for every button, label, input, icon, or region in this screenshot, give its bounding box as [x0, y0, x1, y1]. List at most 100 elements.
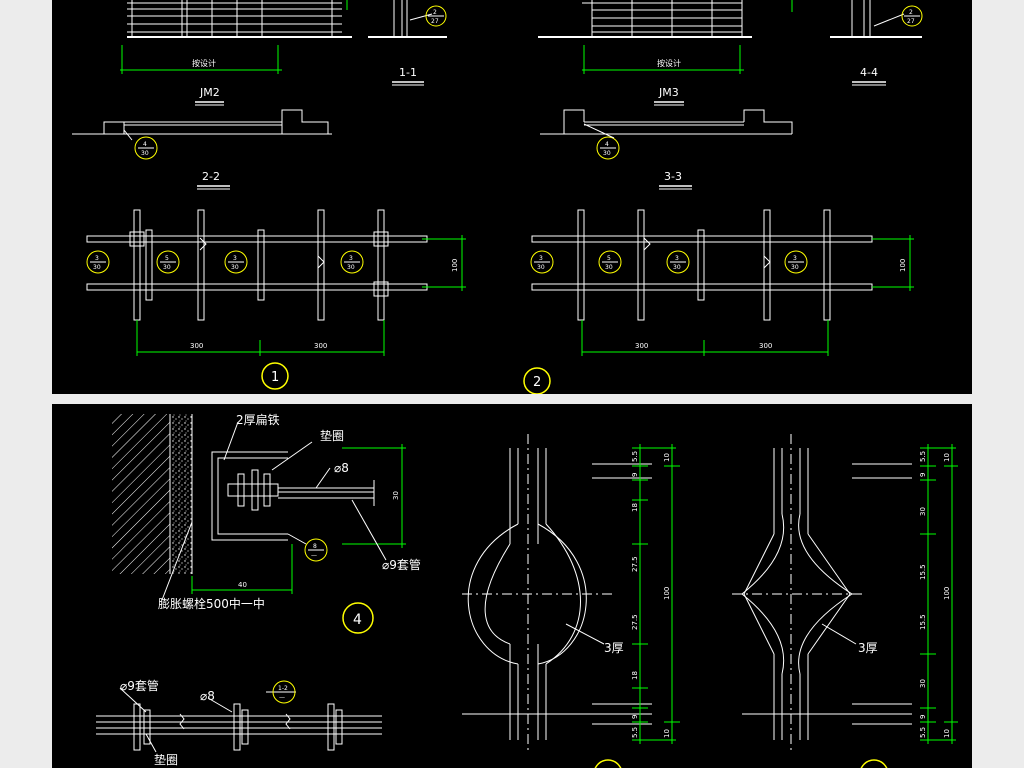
callout-top-left-num: 2 — [433, 9, 437, 16]
elevation-right — [538, 0, 752, 38]
ornament-2-dim-8: 5.5 — [919, 727, 927, 738]
anchor-callout-num: 8 — [313, 543, 317, 550]
label-rod: ⌀8 — [334, 461, 349, 475]
detail-1-dims — [136, 235, 466, 356]
callout-3-3: 4 30 — [583, 123, 620, 160]
ornament-2-dim-6: 30 — [919, 679, 927, 688]
label-jm2: JM2 — [199, 86, 220, 99]
detail-1-dim-b: 300 — [314, 342, 327, 350]
detail-6-marker-partial — [860, 759, 888, 768]
sheet-top-drawing: 按设计 2 27 1-1 按设计 — [72, 0, 923, 394]
callout-33-num: 4 — [605, 141, 609, 148]
anchor-dim-30: 30 — [392, 491, 400, 500]
ornament-2-dim-4: 15.5 — [919, 564, 927, 580]
callout-2-2: 4 30 — [123, 129, 158, 160]
ornament-2-dim-1: 5.5 — [919, 451, 927, 462]
ornament-2 — [732, 434, 912, 754]
label-sleeve-2: ⌀9套管 — [120, 678, 159, 693]
detail-1-callout-3-num: 3 — [233, 255, 237, 262]
label-jm3: JM3 — [658, 86, 679, 99]
ornament-2-dim-7: 9 — [919, 715, 927, 719]
ornament-1-dim-4: 27.5 — [631, 556, 639, 572]
dim-line-right — [582, 0, 793, 74]
section-3-3-plan — [540, 109, 793, 135]
ornament-1-dim-5: 27.5 — [631, 614, 639, 630]
detail-1-callout-4: 3 30 — [340, 250, 364, 274]
detail-4-marker: 4 — [342, 602, 374, 634]
detail-1-callout-1-den: 30 — [93, 264, 101, 271]
detail-1-dim-v: 100 — [451, 259, 459, 272]
detail-2-callout-4-den: 30 — [791, 264, 799, 271]
detail-1-callout-2-num: 5 — [165, 255, 169, 262]
callout-22-num: 4 — [143, 141, 147, 148]
anchor-callout: 8 — — [287, 533, 328, 562]
label-washer-2: 垫圈 — [154, 752, 178, 767]
detail-2-callout-4-num: 3 — [793, 255, 797, 262]
section-label-4-4: 4-4 — [860, 66, 878, 79]
detail-1-marker: 1 — [261, 362, 289, 390]
ornament-1-dim-3: 18 — [631, 503, 639, 512]
ornament-1-total: 100 — [663, 587, 671, 600]
dim-text-right: 按设计 — [657, 58, 681, 68]
detail-1-callout-3: 3 30 — [224, 250, 248, 274]
label-sleeve: ⌀9套管 — [382, 557, 421, 572]
detail-2-callout-2: 5 30 — [598, 250, 622, 274]
section-2-2-plan — [72, 109, 332, 135]
ornament-1-dim-2: 9 — [631, 473, 639, 477]
detail-2-marker: 2 — [523, 367, 551, 394]
callout-top-left-den: 27 — [431, 18, 439, 25]
ornament-1-dim-1: 5.5 — [631, 451, 639, 462]
detail-2-callout-3-num: 3 — [675, 255, 679, 262]
detail-4-marker-text: 4 — [353, 612, 362, 628]
ornament-1-dim-6: 18 — [631, 671, 639, 680]
detail-1-callout-4-num: 3 — [349, 255, 353, 262]
dim-text-left: 按设计 — [192, 58, 216, 68]
section-1-1-elevation — [368, 0, 447, 38]
detail-2-dim-b: 300 — [759, 342, 772, 350]
ornament-2-dims — [920, 444, 958, 744]
anchor-callout-den: — — [311, 552, 317, 559]
anchor-dims — [191, 444, 406, 594]
railing-section — [96, 703, 382, 751]
sheet-bottom-drawing: 30 40 2厚扁铁 垫圈 ⌀8 ⌀9套管 膨胀螺栓500中一中 8 — 4 — [96, 413, 958, 768]
section-4-4-elevation — [830, 0, 922, 38]
detail-5-marker-partial — [594, 759, 622, 768]
detail-1-callout-2: 5 30 — [156, 250, 180, 274]
ornament-1-outer-top: 10 — [663, 453, 671, 462]
anchor-dim-40: 40 — [238, 581, 247, 589]
ornament-2-outer-top: 10 — [943, 453, 951, 462]
ornament-1-label: 3厚 — [604, 641, 624, 655]
detail-2-callout-4: 3 30 — [784, 250, 808, 274]
detail-1-callout-1-num: 3 — [95, 255, 99, 262]
detail-2-callout-2-den: 30 — [605, 264, 613, 271]
anchor-bracket — [211, 451, 375, 541]
detail-1-marker-text: 1 — [271, 370, 279, 385]
callout-33-den: 30 — [603, 150, 611, 157]
railing-callout: 1-2 — — [272, 680, 296, 704]
detail-2-dims — [581, 235, 914, 356]
ornament-1-outer-bottom: 10 — [663, 729, 671, 738]
detail-1-callout-1: 3 30 — [86, 250, 110, 274]
section-label-1-1: 1-1 — [399, 66, 417, 79]
label-washer: 垫圈 — [320, 428, 344, 443]
detail-1-callout-3-den: 30 — [231, 264, 239, 271]
label-flat-iron: 2厚扁铁 — [236, 413, 280, 427]
elevation-left — [127, 0, 352, 38]
callout-top-right: 2 27 — [901, 5, 923, 27]
detail-2-frame — [531, 209, 873, 321]
detail-2-callout-1-den: 30 — [537, 264, 545, 271]
ornament-2-dim-5: 15.5 — [919, 614, 927, 630]
detail-2-callout-2-num: 5 — [607, 255, 611, 262]
callout-top-left: 2 27 — [425, 5, 447, 27]
detail-2-callout-1: 3 30 — [530, 250, 554, 274]
detail-2-callout-1-num: 3 — [539, 255, 543, 262]
detail-2-dim-v: 100 — [899, 259, 907, 272]
detail-1-dim-a: 300 — [190, 342, 203, 350]
ornament-2-dim-2: 9 — [919, 473, 927, 477]
ornament-2-outer-bottom: 10 — [943, 729, 951, 738]
label-bolt: 膨胀螺栓500中一中 — [158, 596, 265, 611]
callout-top-right-den: 27 — [907, 18, 915, 25]
detail-2-dim-a: 300 — [635, 342, 648, 350]
ornament-2-total: 100 — [943, 587, 951, 600]
callout-top-right-num: 2 — [909, 9, 913, 16]
